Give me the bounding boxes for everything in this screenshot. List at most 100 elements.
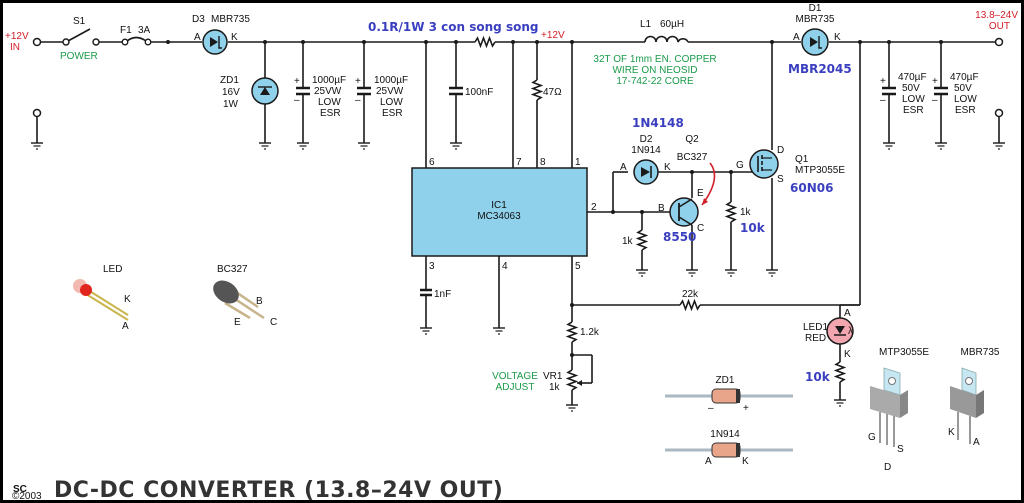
- fuse-f1: F1 3A: [120, 25, 170, 46]
- q2-ref: Q2: [685, 134, 699, 145]
- r-gate-substitute: 10k: [740, 221, 766, 235]
- capacitor-c-out-2: + – 470µF 50V LOW ESR: [932, 40, 979, 150]
- q2-part: BC327: [677, 152, 708, 163]
- resistor-gate: 1k 10k: [724, 170, 766, 277]
- vr1-ref: VR1: [543, 371, 563, 382]
- l1-note-line2: WIRE ON NEOSID: [612, 65, 697, 76]
- svg-text:–: –: [880, 95, 886, 106]
- q1-part: MTP3055E: [795, 165, 845, 176]
- d3-ref: D3: [192, 14, 205, 25]
- d2-substitute: 1N4148: [632, 116, 684, 130]
- pinout-bc327-label: BC327: [217, 264, 248, 275]
- c-100nf-value: 100nF: [465, 87, 493, 98]
- c-in-2-rating: 25VW: [376, 86, 404, 97]
- svg-text:+: +: [932, 76, 938, 87]
- c-in-1-type2: ESR: [320, 108, 341, 119]
- c-out-1-rating: 50V: [902, 83, 920, 94]
- ic1-mc34063: IC1 MC34063 6 7 8 1 2 3 4 5: [411, 157, 597, 272]
- pinout-led: LED K A: [73, 264, 131, 332]
- l1-note-line3: 17-742-22 CORE: [616, 76, 694, 87]
- q2-collector-label: C: [697, 223, 704, 234]
- q2-substitute: 8550: [663, 230, 696, 244]
- c-in-1-type1: LOW: [318, 97, 341, 108]
- c-in-1-rating: 25VW: [314, 86, 342, 97]
- led1-color: RED: [805, 333, 826, 344]
- pinout-mtp3055e: MTP3055E G S D: [868, 347, 929, 473]
- pinout-1n914: 1N914 A K: [665, 429, 793, 467]
- ic1-pin6: 6: [429, 157, 435, 168]
- sense-resistor: 0.1R/1W 3 con song song: [368, 20, 538, 49]
- c-out-2-value: 470µF: [950, 72, 979, 83]
- pinout-mbr735-label: MBR735: [961, 347, 1000, 358]
- led1-resistor-substitute: 10k: [805, 370, 831, 384]
- switch-s1: S1 POWER: [60, 16, 100, 62]
- pinout-1n914-a: A: [705, 456, 712, 467]
- r-gate-value: 1k: [740, 207, 752, 218]
- ic1-pin5: 5: [575, 261, 581, 272]
- switch-function-label: POWER: [60, 51, 98, 62]
- q1-gate-label: G: [736, 160, 744, 171]
- pinout-zd1-plus: +: [743, 403, 749, 414]
- l1-ref: L1: [640, 19, 652, 30]
- r-47-value: 47Ω: [543, 87, 562, 98]
- pinout-led-label: LED: [103, 264, 122, 275]
- pinout-mtp3055e-d: D: [884, 462, 891, 473]
- pinout-bc327-b: B: [256, 296, 263, 307]
- pinout-zd1: ZD1 – +: [665, 375, 793, 414]
- l1-value: 60µH: [660, 19, 684, 30]
- pinout-led-k: K: [124, 294, 131, 305]
- transistor-q2: Q2 BC327 B E C 8550: [658, 134, 716, 277]
- pinout-zd1-minus: –: [708, 403, 714, 414]
- q1-drain-label: D: [777, 145, 784, 156]
- resistor-feedback-22k: 22k: [572, 289, 860, 312]
- input-ground-terminal: [30, 108, 44, 150]
- mosfet-q1: D G S Q1 MTP3055E 60N06: [736, 145, 845, 277]
- ic1-part: MC34063: [477, 211, 521, 222]
- d1-substitute: MBR2045: [788, 62, 852, 76]
- svg-text:λ: λ: [848, 326, 853, 337]
- d1-part: MBR735: [796, 14, 835, 25]
- d2-part: 1N914: [631, 145, 661, 156]
- d1-anode-label: A: [793, 32, 800, 43]
- input-label-voltage: +12V: [5, 31, 29, 42]
- r-feedback-value: 22k: [682, 289, 699, 300]
- c-out-2-rating: 50V: [954, 83, 972, 94]
- svg-text:+: +: [355, 76, 361, 87]
- pinout-mtp3055e-s: S: [897, 444, 904, 455]
- diagram-title: DC-DC CONVERTER (13.8–24V OUT): [54, 478, 503, 503]
- d1-ref: D1: [809, 3, 822, 14]
- c-out-1-type2: ESR: [903, 105, 924, 116]
- inductor-l1: L1 60µH 32T OF 1mm EN. COPPER WIRE ON NE…: [593, 19, 716, 87]
- capacitor-100nf: 100nF: [449, 40, 493, 150]
- svg-text:+: +: [880, 76, 886, 87]
- pinout-1n914-label: 1N914: [710, 429, 740, 440]
- diode-d3: D3 MBR735 A K: [192, 14, 250, 55]
- svg-text:–: –: [355, 95, 361, 106]
- pinout-bc327-e: E: [234, 317, 241, 328]
- pinout-mtp3055e-label: MTP3055E: [879, 347, 929, 358]
- svg-text:–: –: [294, 95, 300, 106]
- resistor-1-2k: 1.2k: [565, 305, 600, 355]
- logo-copyright: ©2003: [12, 491, 42, 502]
- d2-ref: D2: [640, 134, 653, 145]
- d3-anode-label: A: [194, 32, 201, 43]
- d3-cathode-label: K: [231, 32, 238, 43]
- vr1-value: 1k: [549, 382, 561, 393]
- vr1-function-line2: ADJUST: [496, 382, 535, 393]
- fuse-ref: F1: [120, 25, 132, 36]
- d2-anode-label: A: [620, 162, 627, 173]
- zener-zd1: ZD1 16V 1W: [220, 40, 279, 150]
- svg-text:+: +: [294, 76, 300, 87]
- input-terminal: +12V IN: [5, 31, 42, 53]
- capacitor-timing-1nf: 1nF: [419, 256, 451, 335]
- ic1-pin7: 7: [516, 157, 522, 168]
- l1-note-line1: 32T OF 1mm EN. COPPER: [593, 54, 716, 65]
- input-label-in: IN: [10, 42, 20, 53]
- output-terminal: 13.8–24V OUT: [975, 10, 1018, 47]
- zd1-voltage: 16V: [222, 87, 240, 98]
- sense-resistor-note: 0.1R/1W 3 con song song: [368, 20, 538, 34]
- pinout-led-a: A: [122, 321, 129, 332]
- led1-cathode-label: K: [844, 349, 851, 360]
